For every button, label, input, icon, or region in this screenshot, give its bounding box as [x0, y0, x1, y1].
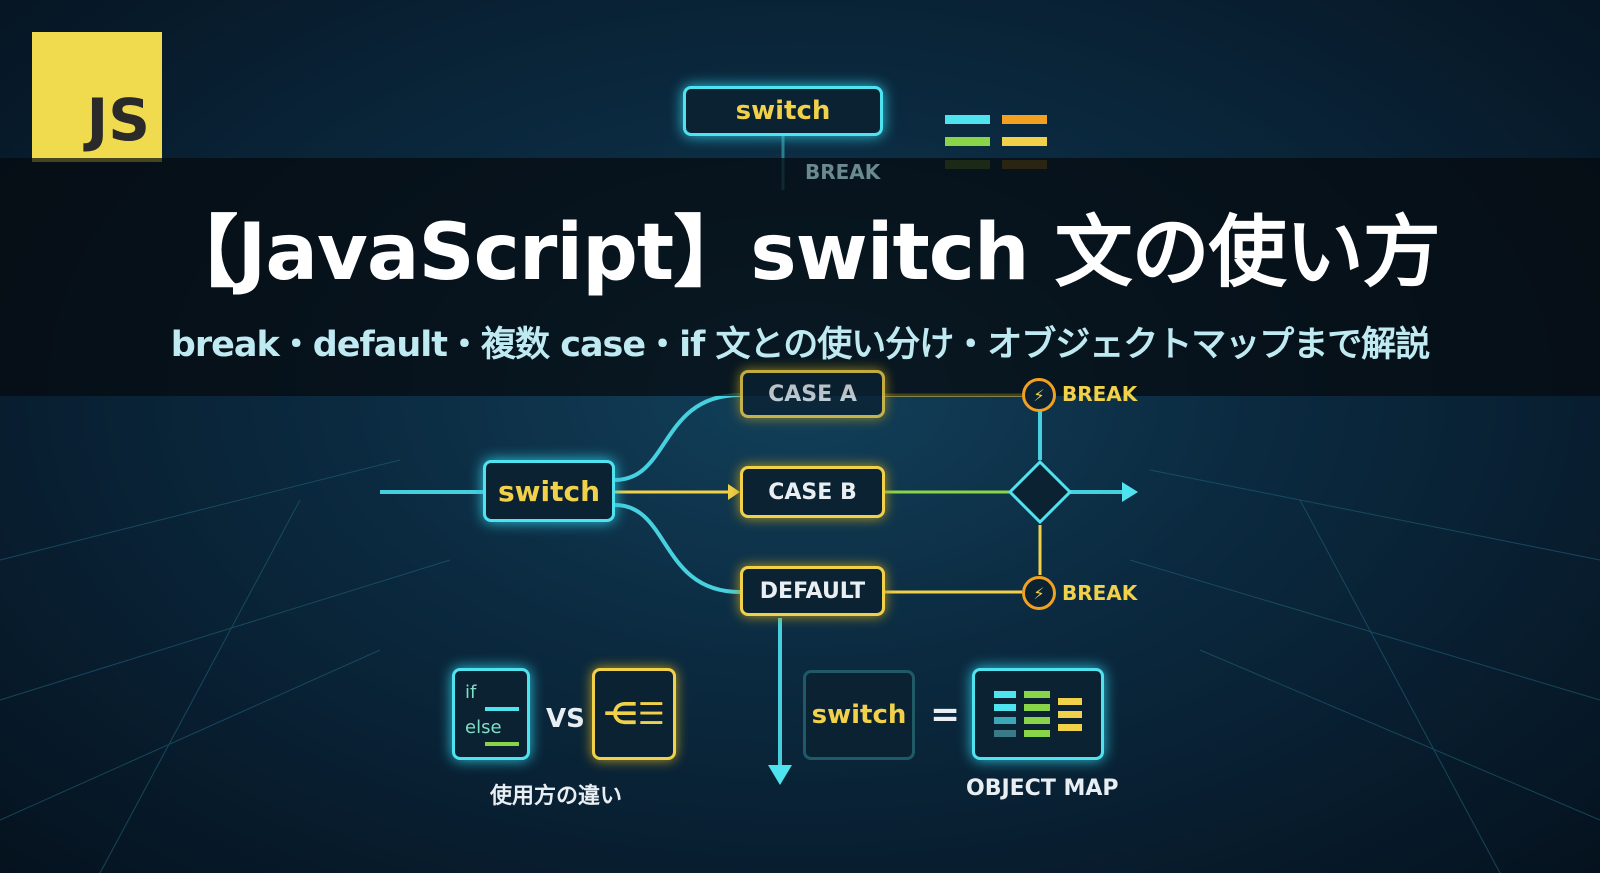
- js-logo: JS: [32, 32, 162, 162]
- default-label: DEFAULT: [759, 578, 866, 604]
- case-a-box: CASE A: [740, 370, 885, 418]
- top-break-label: BREAK: [805, 160, 881, 184]
- main-switch-box: switch: [483, 460, 615, 522]
- map-results: [1058, 697, 1082, 731]
- page-subtitle: break・default・複数 case・if 文との使い分け・オブジェクトマ…: [170, 325, 1430, 365]
- page-title: 【JavaScript】switch 文の使い方: [160, 208, 1440, 298]
- code-bar: [485, 707, 519, 711]
- main-switch-label: switch: [497, 474, 601, 508]
- merge-diamond: [1007, 459, 1073, 525]
- branch-default: [614, 503, 741, 594]
- case-b-label: CASE B: [768, 479, 857, 505]
- lightning-icon: ⚡: [1022, 576, 1056, 610]
- object-map-caption: OBJECT MAP: [966, 776, 1119, 801]
- if-label: if: [465, 682, 477, 703]
- branch-icon: ⋲☰: [592, 668, 676, 760]
- map-keys: [994, 691, 1016, 737]
- map-values: [1024, 691, 1050, 737]
- vs-label: VS: [546, 704, 585, 734]
- default-box: DEFAULT: [740, 566, 885, 616]
- top-switch-label: switch: [735, 96, 831, 126]
- code-bar: [485, 742, 519, 746]
- case-b-box: CASE B: [740, 466, 885, 518]
- else-label: else: [465, 717, 502, 738]
- break-label-default: BREAK: [1062, 581, 1138, 605]
- compare-caption: 使用方の違い: [490, 784, 623, 809]
- logo-text: JS: [86, 86, 150, 154]
- bottom-switch-box: switch: [803, 670, 915, 760]
- object-map-icon: [972, 668, 1104, 760]
- title-banner: [0, 158, 1600, 396]
- break-label-a: BREAK: [1062, 382, 1138, 406]
- if-else-box: if else: [452, 668, 530, 760]
- bottom-switch-label: switch: [811, 700, 907, 730]
- case-a-label: CASE A: [768, 381, 857, 407]
- top-switch-box: switch: [683, 86, 883, 136]
- branch-case-a: [614, 393, 741, 482]
- lightning-icon: ⚡: [1022, 378, 1056, 412]
- equals-sign: =: [930, 694, 961, 735]
